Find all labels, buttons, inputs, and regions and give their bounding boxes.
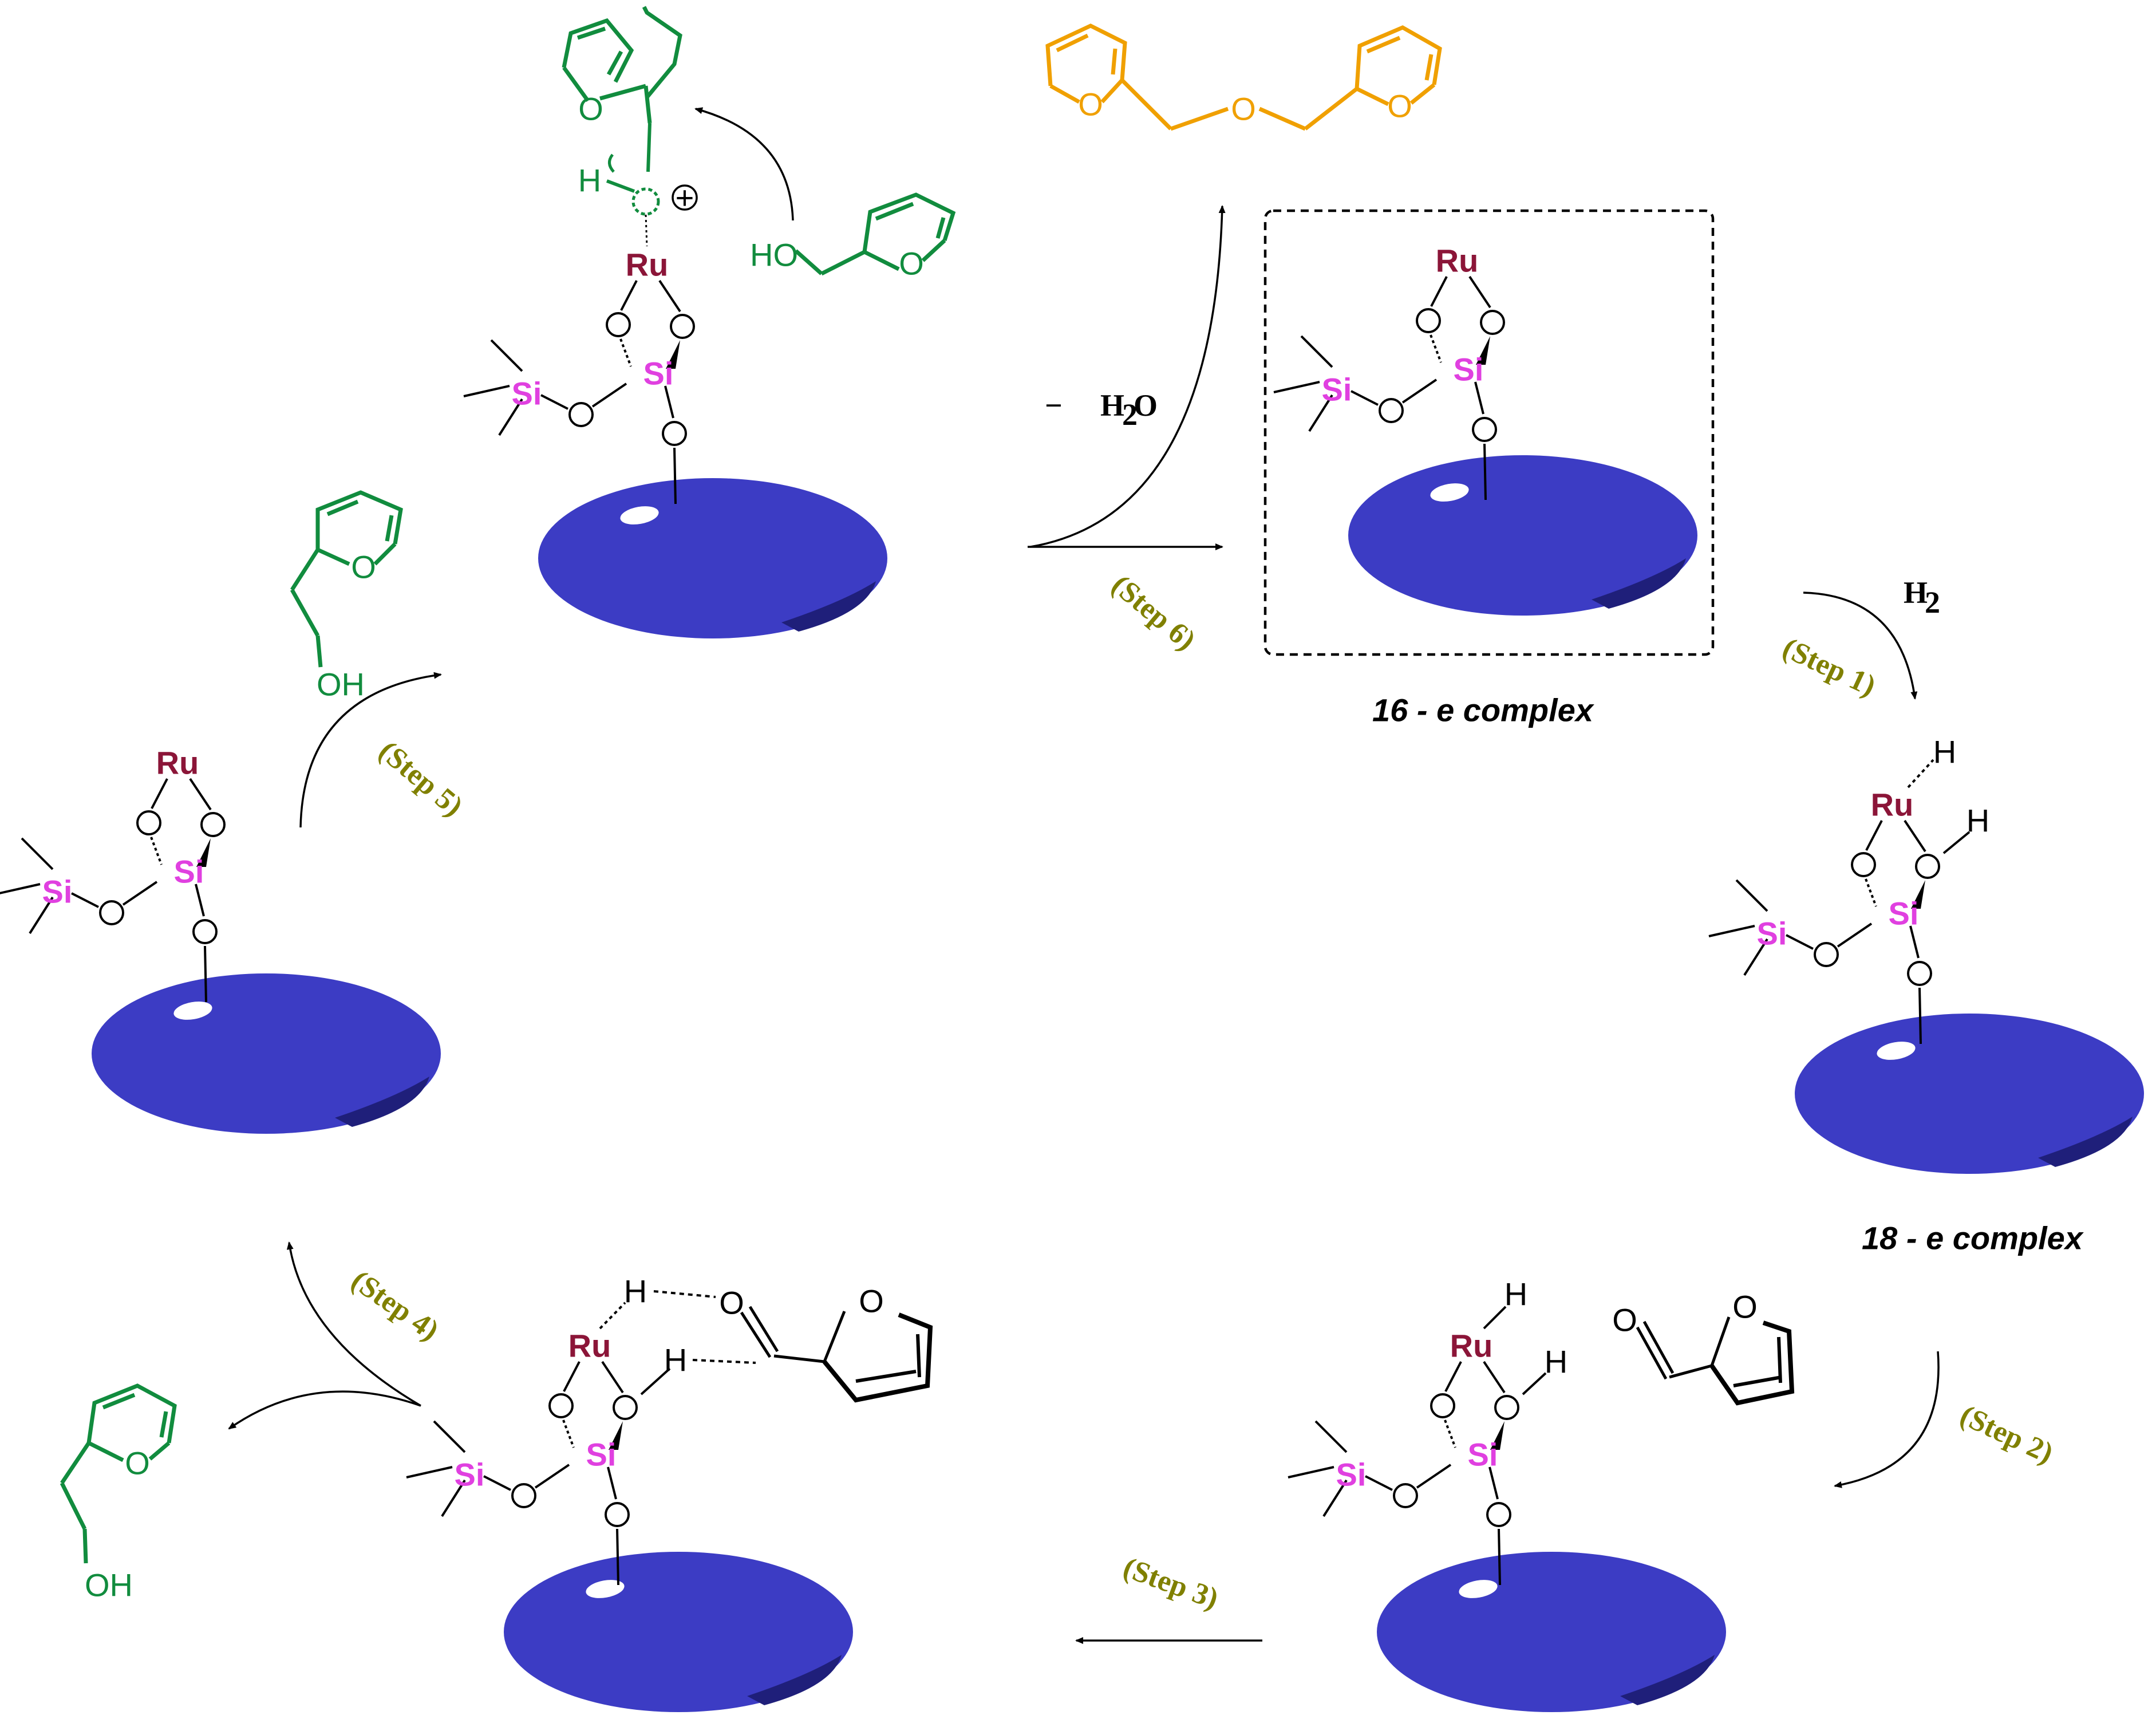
support-step4 — [504, 1552, 853, 1712]
catalyst-step4: Ru Si Si H H — [405, 1273, 756, 1586]
ru-label: Ru — [1436, 243, 1479, 279]
water-byproduct: − H 2 O — [1045, 388, 1158, 432]
hydrogen-label: H — [1545, 1344, 1567, 1380]
hydrogen-label: H — [1967, 803, 1989, 839]
catalyst-16e: Ru Si Si — [1273, 243, 1505, 501]
furan-oxygen: O — [578, 91, 603, 127]
furan-oxygen: O — [125, 1445, 150, 1481]
furfuryl-alcohol-step5: O OH — [290, 490, 403, 703]
carbonyl-oxygen: O — [719, 1285, 744, 1321]
complex-16e-label: 16 - e complex — [1372, 692, 1595, 728]
svg-text:H: H — [1904, 575, 1928, 610]
support-18e — [1795, 1014, 2144, 1174]
si-label: Si — [1757, 916, 1787, 952]
si-label: Si — [174, 854, 204, 890]
si-label: Si — [1322, 372, 1352, 408]
step4-label: (Step 4) — [345, 1264, 444, 1347]
si-label: Si — [1468, 1437, 1498, 1473]
carbonyl-oxygen: O — [1612, 1302, 1637, 1338]
catalyst-top: Ru Si Si — [463, 247, 695, 505]
furfural-coordinated: O O — [719, 1283, 933, 1403]
step5-label: (Step 5) — [373, 735, 469, 823]
arrow-step2 — [1834, 1351, 1940, 1488]
arrow-ether-release — [1030, 205, 1226, 548]
hydrogen-label: H — [578, 163, 601, 199]
si-label: Si — [1454, 352, 1484, 388]
hydride-label: H — [624, 1273, 647, 1310]
arrow-product-release — [228, 1390, 421, 1430]
complex-18e-label: 18 - e complex — [1862, 1220, 2084, 1256]
furan-oxygen: O — [899, 246, 924, 282]
arrow-step4 — [286, 1241, 421, 1407]
si-label: Si — [586, 1437, 617, 1473]
step2-label: (Step 2) — [1955, 1399, 2058, 1470]
ru-label: Ru — [1871, 787, 1914, 823]
furan-oxygen: O — [351, 549, 376, 585]
si-label: Si — [42, 874, 73, 910]
hydride-label: H — [1505, 1276, 1527, 1312]
hydrogen-label: H — [664, 1342, 687, 1378]
si-label: Si — [1889, 896, 1919, 932]
ru-label: Ru — [568, 1328, 611, 1364]
step1-label: (Step 1) — [1778, 632, 1881, 703]
support-step3 — [1377, 1552, 1726, 1712]
ru-label: Ru — [1450, 1328, 1493, 1364]
positive-charge: + — [676, 180, 694, 216]
h2-reagent: H 2 — [1904, 575, 1940, 620]
support-16e — [1348, 455, 1697, 616]
support-step5 — [92, 973, 441, 1134]
active-complex-box — [1263, 209, 1715, 656]
furfuryl-alcohol-top: HO O — [750, 192, 956, 282]
svg-text:2: 2 — [1925, 585, 1940, 620]
svg-text:2: 2 — [1122, 397, 1138, 432]
arrow-coordination — [694, 107, 794, 221]
furan-oxygen: O — [1732, 1289, 1758, 1325]
step3-label: (Step 3) — [1119, 1551, 1222, 1615]
furan-oxygen: O — [1387, 88, 1412, 124]
ether-oxygen: O — [1231, 91, 1256, 127]
si-label: Si — [643, 356, 674, 392]
hydroxyl-label: OH — [85, 1567, 133, 1603]
hydroxyl-label: OH — [317, 667, 365, 703]
arrow-step1 — [1803, 592, 1918, 700]
hydroxyl-label: HO — [750, 237, 798, 273]
svg-text:H: H — [1100, 388, 1124, 423]
furan-oxygen: O — [1078, 86, 1103, 123]
si-label: Si — [512, 376, 542, 412]
si-label: Si — [455, 1457, 485, 1493]
catalyst-18e: Ru Si Si H H — [1708, 734, 1989, 1045]
ru-label: Ru — [626, 247, 669, 283]
difurfuryl-ether-product — [1045, 23, 1442, 131]
arrow-step5 — [299, 672, 442, 828]
furfural-reactant: O O — [1612, 1289, 1795, 1406]
svg-text:−: − — [1045, 388, 1063, 423]
catalyst-step3: Ru Si Si H H — [1287, 1276, 1567, 1586]
catalyst-step5: Ru Si Si — [0, 745, 226, 1003]
svg-text:O: O — [1134, 388, 1158, 423]
hydride-label: H — [1933, 734, 1956, 770]
step6-label: (Step 6) — [1105, 569, 1202, 657]
ru-label: Ru — [156, 745, 199, 781]
support-top — [538, 478, 887, 638]
protonated-furfuryl-alcohol: O H + — [562, 6, 698, 247]
furan-oxygen: O — [859, 1283, 884, 1319]
si-label: Si — [1336, 1457, 1367, 1493]
furfuryl-alcohol-step4: O OH — [60, 1383, 177, 1603]
